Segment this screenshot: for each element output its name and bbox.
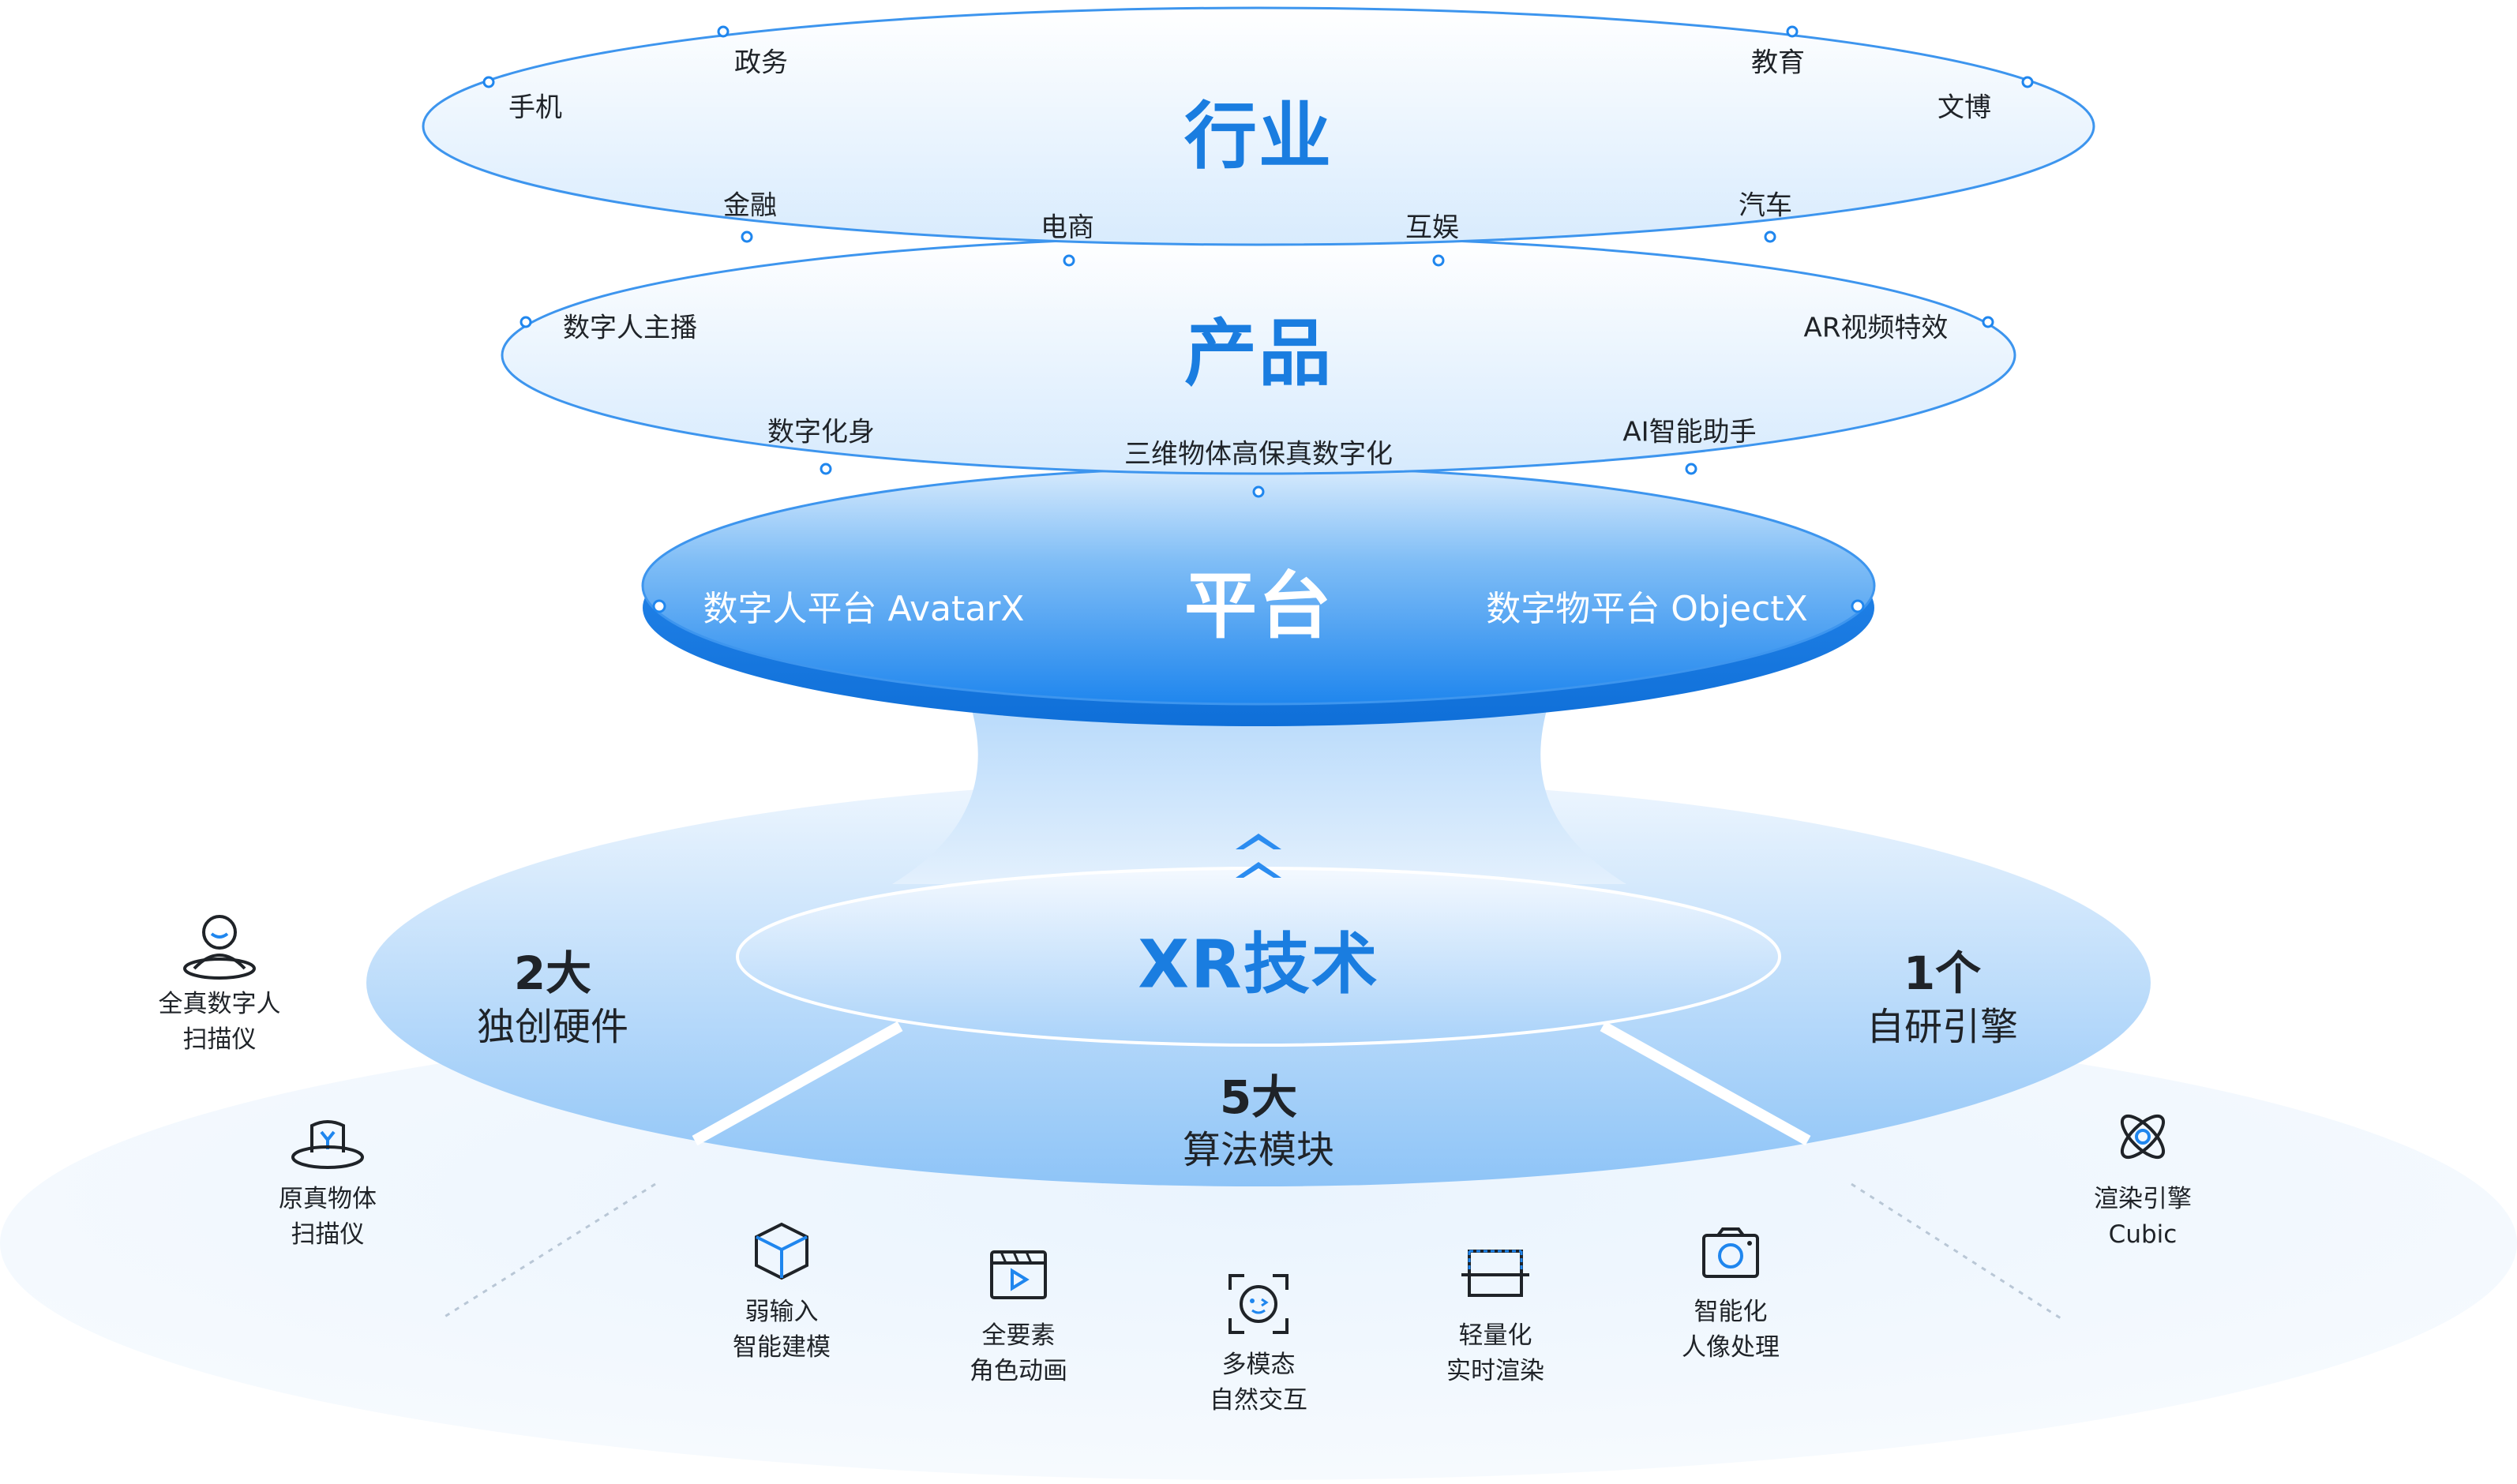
algorithm-caption-modeling: 弱输入 智能建模 — [733, 1298, 831, 1362]
hardware-caption-person-scanner: 全真数字人 扫描仪 — [158, 990, 281, 1054]
engine-caption-cubic: 渲染引擎 Cubic — [2094, 1185, 2192, 1249]
product-item-ai-assistant: AI智能助手 — [1622, 416, 1757, 448]
face-scan-icon — [1228, 1274, 1289, 1334]
product-item-digital-avatar: 数字化身 — [767, 416, 875, 448]
product-item-3d-digitization: 三维物体高保真数字化 — [1124, 438, 1393, 470]
industry-item-education: 教育 — [1751, 47, 1805, 79]
product-item-ar-effects: AR视频特效 — [1803, 312, 1949, 344]
algorithm-caption-portrait: 智能化 人像处理 — [1682, 1298, 1780, 1362]
tech-engine-count: 1个 — [1903, 946, 1982, 1000]
industry-item-ecommerce: 电商 — [1041, 212, 1094, 244]
algorithm-caption-interaction: 多模态 自然交互 — [1210, 1351, 1307, 1415]
person-scanner-icon — [183, 915, 256, 980]
platform-objectx: 数字物平台 ObjectX — [1486, 589, 1808, 629]
render-frame-icon — [1461, 1250, 1529, 1297]
platform-avatarx: 数字人平台 AvatarX — [703, 589, 1025, 629]
tech-engine-label: 自研引擎 — [1866, 1005, 2019, 1049]
platform-title: 平台 — [1183, 564, 1334, 649]
industry-item-entertainment: 互娱 — [1405, 212, 1459, 244]
industry-item-museum: 文博 — [1937, 92, 1991, 124]
tech-algorithm-count: 5大 — [1219, 1070, 1298, 1124]
object-scanner-icon — [291, 1120, 364, 1169]
industry-item-phone: 手机 — [508, 92, 562, 124]
tech-title: XR技术 — [1138, 925, 1379, 1003]
industry-item-auto: 汽车 — [1739, 189, 1792, 222]
chevron-up-icon — [1236, 834, 1281, 849]
industry-title: 行业 — [1183, 94, 1334, 179]
camera-icon — [1702, 1227, 1759, 1278]
industry-item-finance: 金融 — [723, 189, 777, 222]
tech-hardware-label: 独创硬件 — [476, 1005, 629, 1049]
atom-icon — [2121, 1115, 2165, 1159]
algorithm-caption-animation: 全要素 角色动画 — [970, 1321, 1067, 1385]
chevron-up-icon — [1236, 862, 1281, 878]
product-item-avatar-host: 数字人主播 — [563, 312, 697, 344]
tech-hardware-count: 2大 — [513, 946, 592, 1000]
video-icon — [990, 1250, 1047, 1299]
algorithm-caption-rendering: 轻量化 实时渲染 — [1446, 1321, 1544, 1385]
product-title: 产品 — [1183, 311, 1334, 396]
hardware-caption-object-scanner: 原真物体 扫描仪 — [279, 1185, 377, 1249]
tech-algorithm-label: 算法模块 — [1182, 1128, 1335, 1172]
cube-icon — [755, 1222, 808, 1280]
industry-item-government: 政务 — [734, 47, 788, 79]
